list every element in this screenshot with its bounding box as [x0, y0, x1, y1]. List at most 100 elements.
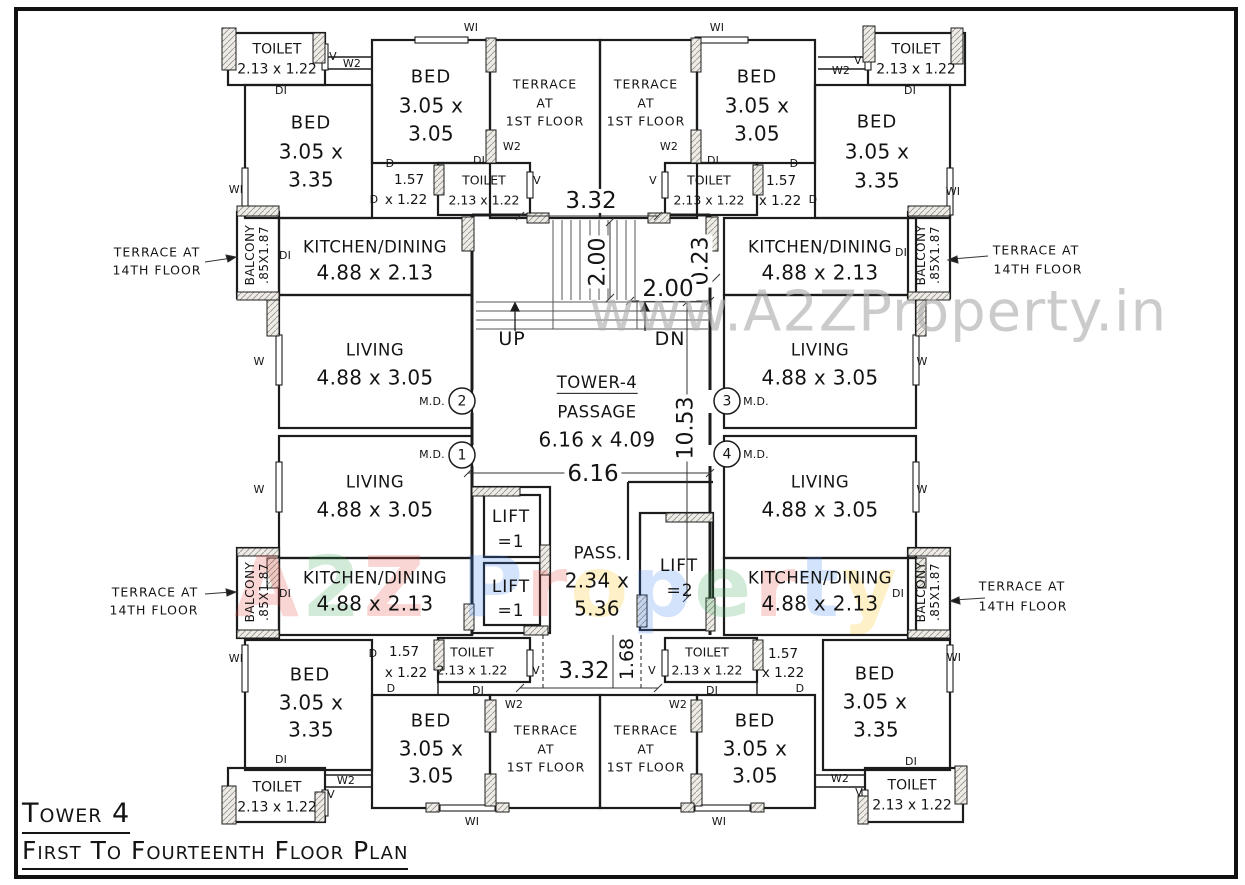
balcony-dims: .85X1.87: [928, 562, 942, 622]
window1-tag: WI: [228, 652, 244, 666]
dim-1-68-vert: 1.68: [616, 635, 639, 683]
room-dims-bed-br-1: 3.05 x: [842, 689, 908, 714]
vent-tag: V: [854, 54, 862, 68]
main-door-number-1: 1: [457, 447, 467, 464]
main-door-number-4: 4: [722, 446, 732, 463]
room-label-bed-tcl: BED: [410, 66, 452, 88]
terrace1-tr-1: TERRACE: [613, 76, 679, 92]
balcony-dims: .85X1.87: [257, 562, 271, 622]
door-tag: DI: [706, 154, 720, 168]
room-label-toilet-tcl: TOILET: [462, 172, 506, 188]
door-tag: DI: [705, 684, 719, 698]
door-tag: DI: [278, 587, 292, 601]
dim-3-32-top: 3.32: [562, 189, 620, 213]
window2-tag: W2: [659, 140, 679, 154]
window1-tag: WI: [709, 21, 725, 35]
door-tag: D: [369, 193, 379, 207]
room-dims-bed-tl-1: 3.05 x: [278, 139, 344, 164]
main-door-number-3: 3: [722, 393, 732, 410]
room-dims-toilet-tl: 2.13 x 1.22: [237, 61, 317, 78]
terrace1-bl-3: 1ST FLOOR: [506, 759, 586, 775]
stair-up-label: UP: [498, 328, 526, 351]
window1-tag: WI: [711, 815, 727, 829]
terrace1-tl-1: TERRACE: [512, 76, 578, 92]
room-label-kitchen-tr: KITCHEN/DINING: [748, 237, 892, 257]
room-dims-kitchen-tl: 4.88 x 2.13: [316, 260, 434, 285]
room-label-kitchen-bl: KITCHEN/DINING: [303, 568, 447, 588]
room-label-bed-bcl: BED: [410, 710, 452, 732]
room-label-bed-tcr: BED: [736, 66, 778, 88]
door-height: x 1.22: [384, 191, 428, 208]
vent-tag: V: [648, 664, 656, 678]
door-tag: DI: [274, 753, 288, 767]
balcony-name: BALCONY: [914, 224, 929, 286]
room-dims-bed-tl-2: 3.35: [288, 167, 334, 192]
door-tag: D: [368, 647, 378, 661]
vent-tag: V: [329, 50, 337, 64]
main-door-label-2: M.D.: [419, 395, 445, 409]
room-dims-living-tl: 4.88 x 3.05: [316, 365, 434, 390]
room-dims-bed-br-2: 3.35: [853, 717, 899, 742]
lift1-upper-label: LIFT: [491, 507, 531, 528]
room-label-balcony-br: BALCONY .85X1.87: [914, 561, 943, 623]
door-height: x 1.22: [384, 664, 428, 681]
balcony-name: BALCONY: [914, 561, 929, 623]
door-width: 1.57: [765, 172, 797, 189]
window2-tag: W2: [831, 64, 851, 78]
door-tag: DI: [904, 755, 918, 769]
room-dims-bed-tr-1: 3.05 x: [844, 139, 910, 164]
door-tag: DI: [894, 246, 908, 260]
room-label-bed-bl: BED: [289, 664, 331, 686]
window2-tag: W2: [504, 698, 524, 712]
door-tag: D: [385, 157, 395, 171]
window2-tag: W2: [830, 772, 850, 786]
lift2-label: LIFT: [659, 556, 699, 577]
window1-tag: WI: [946, 651, 962, 665]
room-dims-bed-tcr-1: 3.05 x: [724, 93, 790, 118]
lift1-upper-num: =1: [497, 532, 525, 553]
room-dims-bed-tcl-1: 3.05 x: [398, 93, 464, 118]
passage-dims: 6.16 x 4.09: [538, 427, 656, 452]
dim-6-16: 6.16: [564, 462, 622, 486]
door-tag: D: [386, 682, 396, 696]
terrace1-tr-3: 1ST FLOOR: [606, 113, 686, 129]
door-tag: D: [789, 157, 799, 171]
room-label-living-tl: LIVING: [345, 340, 405, 360]
vent-tag: V: [532, 664, 540, 678]
room-label-bed-br: BED: [854, 663, 896, 685]
room-dims-bed-bcr-1: 3.05 x: [722, 736, 788, 761]
room-label-toilet-tl: TOILET: [252, 41, 302, 58]
window1-tag: WI: [228, 183, 244, 197]
vent-tag: V: [327, 788, 335, 802]
terrace1-tl-2: AT: [536, 95, 554, 111]
wall-tag: W: [916, 355, 928, 369]
terrace1-br-2: AT: [637, 741, 655, 757]
room-label-bed-tr: BED: [856, 111, 898, 133]
room-dims-kitchen-tr: 4.88 x 2.13: [761, 260, 879, 285]
room-dims-bed-bcl-1: 3.05 x: [398, 736, 464, 761]
main-door-label-1: M.D.: [419, 448, 445, 462]
terrace1-bl-2: AT: [537, 741, 555, 757]
lift1-lower-num: =1: [497, 601, 525, 622]
door-tag: DI: [274, 84, 288, 98]
room-dims-bed-bl-2: 3.35: [288, 717, 334, 742]
drawing-title: Tower 4: [22, 798, 131, 834]
door-tag: DI: [891, 587, 905, 601]
door-height: x 1.22: [758, 192, 802, 209]
terrace14-annotation-tr-1: TERRACE AT: [992, 242, 1080, 258]
passage-label: PASSAGE: [557, 402, 637, 422]
lift2-num: =2: [666, 581, 694, 602]
room-dims-bed-tcl-2: 3.05: [408, 121, 454, 146]
room-dims-toilet-tcl: 2.13 x 1.22: [448, 192, 520, 208]
window2-tag: W2: [336, 774, 356, 788]
balcony-dims: .85X1.87: [928, 225, 942, 285]
terrace1-tl-3: 1ST FLOOR: [505, 113, 585, 129]
room-label-toilet-tr: TOILET: [891, 41, 941, 58]
window2-tag: W2: [502, 140, 522, 154]
room-label-living-br: LIVING: [790, 472, 850, 492]
room-dims-kitchen-br: 4.88 x 2.13: [761, 591, 879, 616]
room-dims-toilet-bcr: 2.13 x 1.22: [671, 662, 743, 678]
room-dims-toilet-bl: 2.13 x 1.22: [237, 799, 317, 816]
dim-10-53-vert: 10.53: [673, 394, 699, 462]
